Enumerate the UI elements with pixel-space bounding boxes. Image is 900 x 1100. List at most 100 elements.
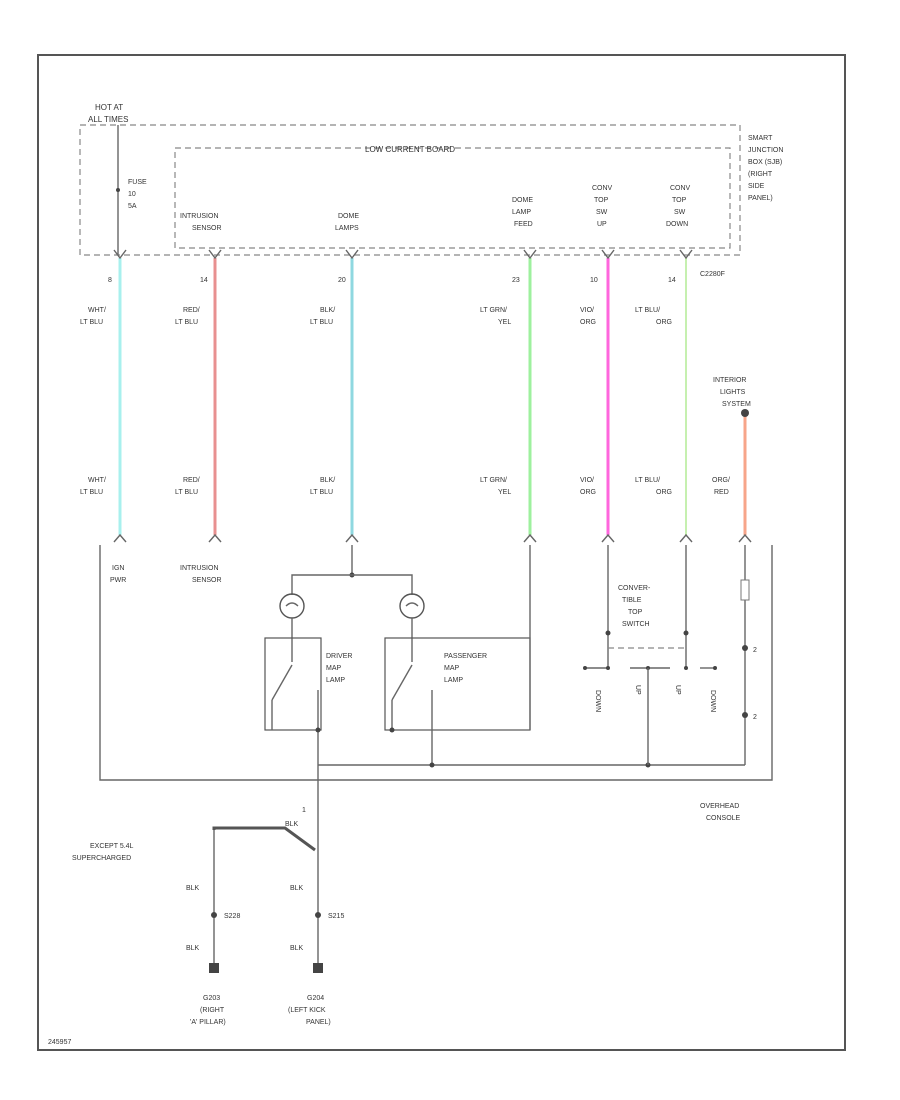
connector-top-label: C2280F [700,271,725,278]
splice-right: S215 [328,913,344,920]
driver-map-switch-box [264,637,322,731]
conv-top-up-3: UP [597,221,607,228]
all-times-label: ALL TIMES [88,115,128,124]
fuse-dot [116,188,120,192]
wl-top-5-a: LT BLU/ [635,307,660,314]
sjb-label-4: SIDE [748,183,765,190]
except-1: SUPERCHARGED [72,855,131,862]
sjb-label-2: BOX (SJB) [748,159,782,166]
blk-right-1: BLK [290,885,304,892]
wl-top-2-a: BLK/ [320,307,335,314]
wl-bot-1-b: LT BLU [175,489,198,496]
fuse-label: FUSE [128,179,147,186]
conv-top-up-0: CONV [592,185,613,192]
conv-switch-2: TOP [628,609,643,616]
wl-bot-1-a: RED/ [183,477,200,484]
pin-top-0: 8 [108,277,112,284]
intrusion-sensor-bottom-1: SENSOR [192,577,222,584]
pin-top-4: 10 [590,277,598,284]
conv-switch-3: SWITCH [622,621,650,628]
passenger-map-2: LAMP [444,677,463,684]
sjb-label-0: SMART [748,135,773,142]
diagram-frame [37,54,846,1051]
conv-switch-0: CONVER- [618,585,651,592]
wl-top-3-b: YEL [498,319,511,326]
overhead-console-1: CONSOLE [706,815,741,822]
driver-map-1: MAP [326,665,342,672]
switch-pos-0: DOWN [594,690,601,712]
wl-bot-5-b: ORG [656,489,672,496]
ground-right-0: G204 [307,995,324,1002]
splice-left: S228 [224,913,240,920]
wl-top-4-b: ORG [580,319,596,326]
pin-top-2: 20 [338,277,346,284]
low-current-board-label: LOW CURRENT BOARD [365,145,455,154]
low-current-board-box [174,147,731,249]
ground-left-terminal [209,963,219,973]
wl-bot-3-a: LT GRN/ [480,477,507,484]
ground-left-1: (RIGHT [200,1007,225,1014]
switch-pos-1: UP [634,685,641,695]
interior-lights-1: LIGHTS [720,389,746,396]
conv-top-down-2: SW [674,209,686,216]
intrusion-sensor-bottom-0: INTRUSION [180,565,219,572]
wl-bot-0-a: WHT/ [88,477,106,484]
dome-lamps-1: LAMPS [335,225,359,232]
interior-lights-node [741,409,749,417]
dome-lamp-feed-0: DOME [512,197,533,204]
wl-bot-3-b: YEL [498,489,511,496]
passenger-map-switch-box [384,637,531,731]
ground-right-terminal [313,963,323,973]
sjb-label-3: (RIGHT [748,171,773,178]
conv-top-up-1: TOP [594,197,609,204]
interior-lights-2: SYSTEM [722,401,751,408]
ground-left-2: 'A' PILLAR) [190,1019,226,1026]
sjb-label-1: JUNCTION [748,147,783,154]
wl-top-0-a: WHT/ [88,307,106,314]
wl-bot-0-b: LT BLU [80,489,103,496]
conv-top-down-1: TOP [672,197,687,204]
dome-lamps-0: DOME [338,213,359,220]
wl-bot-5-a: LT BLU/ [635,477,660,484]
blk-right-2: BLK [290,945,304,952]
switch-pos-3: DOWN [709,690,716,712]
svg-text:1: 1 [302,807,306,814]
driver-map-bulb [279,593,305,619]
figure-id: 245957 [48,1039,71,1046]
wl-top-1-b: LT BLU [175,319,198,326]
wl-top-5-b: ORG [656,319,672,326]
ign-pwr-1: PWR [110,577,126,584]
conv-top-up-2: SW [596,209,608,216]
sjb-label-5: PANEL) [748,195,773,202]
sjb-box [79,124,741,256]
conv-top-down-3: DOWN [666,221,688,228]
passenger-map-0: PASSENGER [444,653,487,660]
ground-left-0: G203 [203,995,220,1002]
wl-top-1-a: RED/ [183,307,200,314]
overhead-console-0: OVERHEAD [700,803,739,810]
wl-top-4-a: VIO/ [580,307,594,314]
svg-text:2: 2 [753,714,757,721]
ign-pwr-0: IGN [112,565,124,572]
wl-top-2-b: LT BLU [310,319,333,326]
intrusion-sensor-top-0: INTRUSION [180,213,219,220]
pin-top-1: 14 [200,277,208,284]
conv-top-down-0: CONV [670,185,691,192]
intrusion-sensor-top-1: SENSOR [192,225,222,232]
overhead-console-bracket [99,545,773,781]
interior-lights-0: INTERIOR [713,377,746,384]
wl-top-0-b: LT BLU [80,319,103,326]
passenger-map-bulb [399,593,425,619]
wl-bot-6-b: RED [714,489,729,496]
wl-bot-6-a: ORG/ [712,477,730,484]
switch-pos-2: UP [674,685,681,695]
driver-map-0: DRIVER [326,653,352,660]
fuse-amp: 5A [128,203,137,210]
ground-right-2: PANEL) [306,1019,331,1026]
hot-at-label: HOT AT [95,103,123,112]
wl-bot-4-b: ORG [580,489,596,496]
pin-top-5: 14 [668,277,676,284]
wl-bot-2-b: LT BLU [310,489,333,496]
driver-map-2: LAMP [326,677,345,684]
